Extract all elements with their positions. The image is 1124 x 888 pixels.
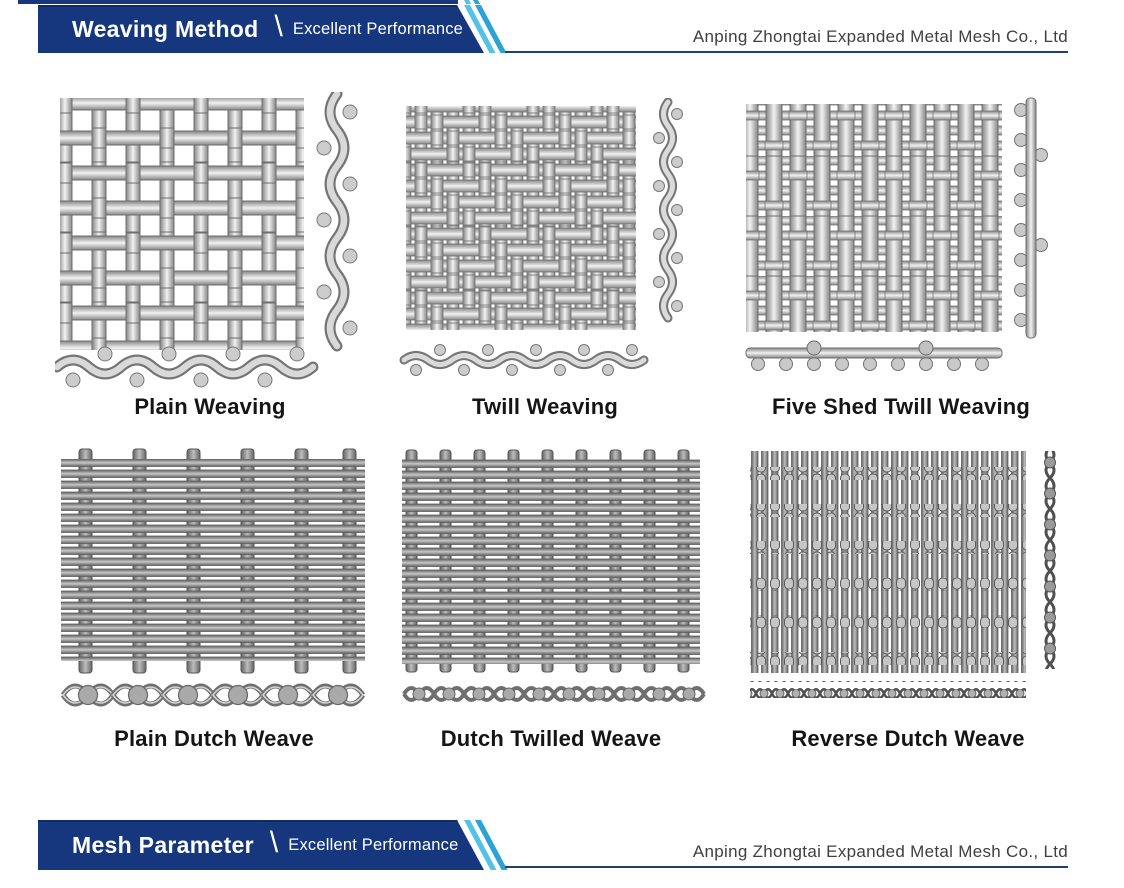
reverse-dutch-side-braid bbox=[1040, 451, 1060, 669]
dutch-twilled-figure bbox=[398, 448, 708, 715]
weave-label-twill: Twill Weaving bbox=[471, 394, 619, 419]
footer-banner-content: Mesh Parameter \ Excellent Performance bbox=[38, 820, 518, 870]
weave-label-plain: Plain Weaving bbox=[134, 394, 286, 419]
section-subtitle: Excellent Performance bbox=[292, 19, 464, 38]
company-name: Anping Zhongtai Expanded Metal Mesh Co.,… bbox=[692, 27, 1068, 46]
header-underline bbox=[505, 51, 1068, 53]
footer-banner: Mesh Parameter \ Excellent Performance bbox=[38, 820, 518, 870]
plain-weaving-figure bbox=[51, 88, 365, 397]
five-shed-side-profile bbox=[1014, 97, 1048, 339]
footer-section-subtitle: Excellent Performance bbox=[288, 835, 459, 854]
header-banner: Weaving Method \ Excellent Performance bbox=[38, 5, 518, 53]
footer-banner-separator: \ bbox=[269, 826, 279, 859]
plain-dutch-figure bbox=[55, 447, 385, 720]
section-title: Weaving Method bbox=[72, 15, 259, 42]
footer-underline bbox=[505, 866, 1068, 868]
plain-dutch-illustration bbox=[60, 448, 385, 715]
previous-banner-edge-bar bbox=[18, 0, 458, 4]
reverse-dutch-bottom-braid bbox=[750, 681, 1026, 698]
twill-weaving-figure bbox=[398, 97, 690, 387]
five-shed-twill-figure bbox=[740, 96, 1050, 387]
previous-banner-edge-stripe bbox=[473, 0, 481, 4]
footer-section-title: Mesh Parameter bbox=[72, 831, 254, 858]
plain-weaving-illustration bbox=[51, 88, 358, 388]
plain-dutch-edge-braid bbox=[60, 686, 363, 705]
five-shed-twill-illustration bbox=[745, 97, 1048, 371]
dutch-twilled-edge-braid bbox=[402, 686, 706, 702]
footer-company-name: Anping Zhongtai Expanded Metal Mesh Co.,… bbox=[692, 842, 1068, 861]
plain-weave-side-profile bbox=[316, 88, 358, 352]
footer-banner-body bbox=[38, 820, 484, 870]
twill-weaving-illustration bbox=[399, 97, 683, 376]
weave-label-five-shed: Five Shed Twill Weaving bbox=[771, 394, 1031, 419]
weave-label-plain-dutch: Plain Dutch Weave bbox=[114, 726, 314, 751]
reverse-dutch-knuckle-rows bbox=[750, 467, 1026, 665]
twill-side-profile bbox=[653, 97, 683, 323]
reverse-dutch-figure bbox=[740, 447, 1070, 708]
header-banner-body bbox=[38, 5, 484, 53]
previous-banner-edge-stripe bbox=[464, 0, 472, 4]
weave-label-reverse-dutch: Reverse Dutch Weave bbox=[791, 726, 1025, 751]
plain-weave-bottom-profile bbox=[51, 346, 319, 388]
reverse-dutch-illustration bbox=[750, 451, 1060, 698]
header-banner-content: Weaving Method \ Excellent Performance bbox=[38, 5, 518, 53]
dutch-twilled-illustration bbox=[402, 449, 706, 702]
five-shed-bottom-profile bbox=[745, 340, 1003, 371]
twill-bottom-profile bbox=[399, 344, 649, 376]
banner-separator: \ bbox=[274, 10, 283, 43]
weave-label-dutch-twilled: Dutch Twilled Weave bbox=[440, 726, 662, 751]
